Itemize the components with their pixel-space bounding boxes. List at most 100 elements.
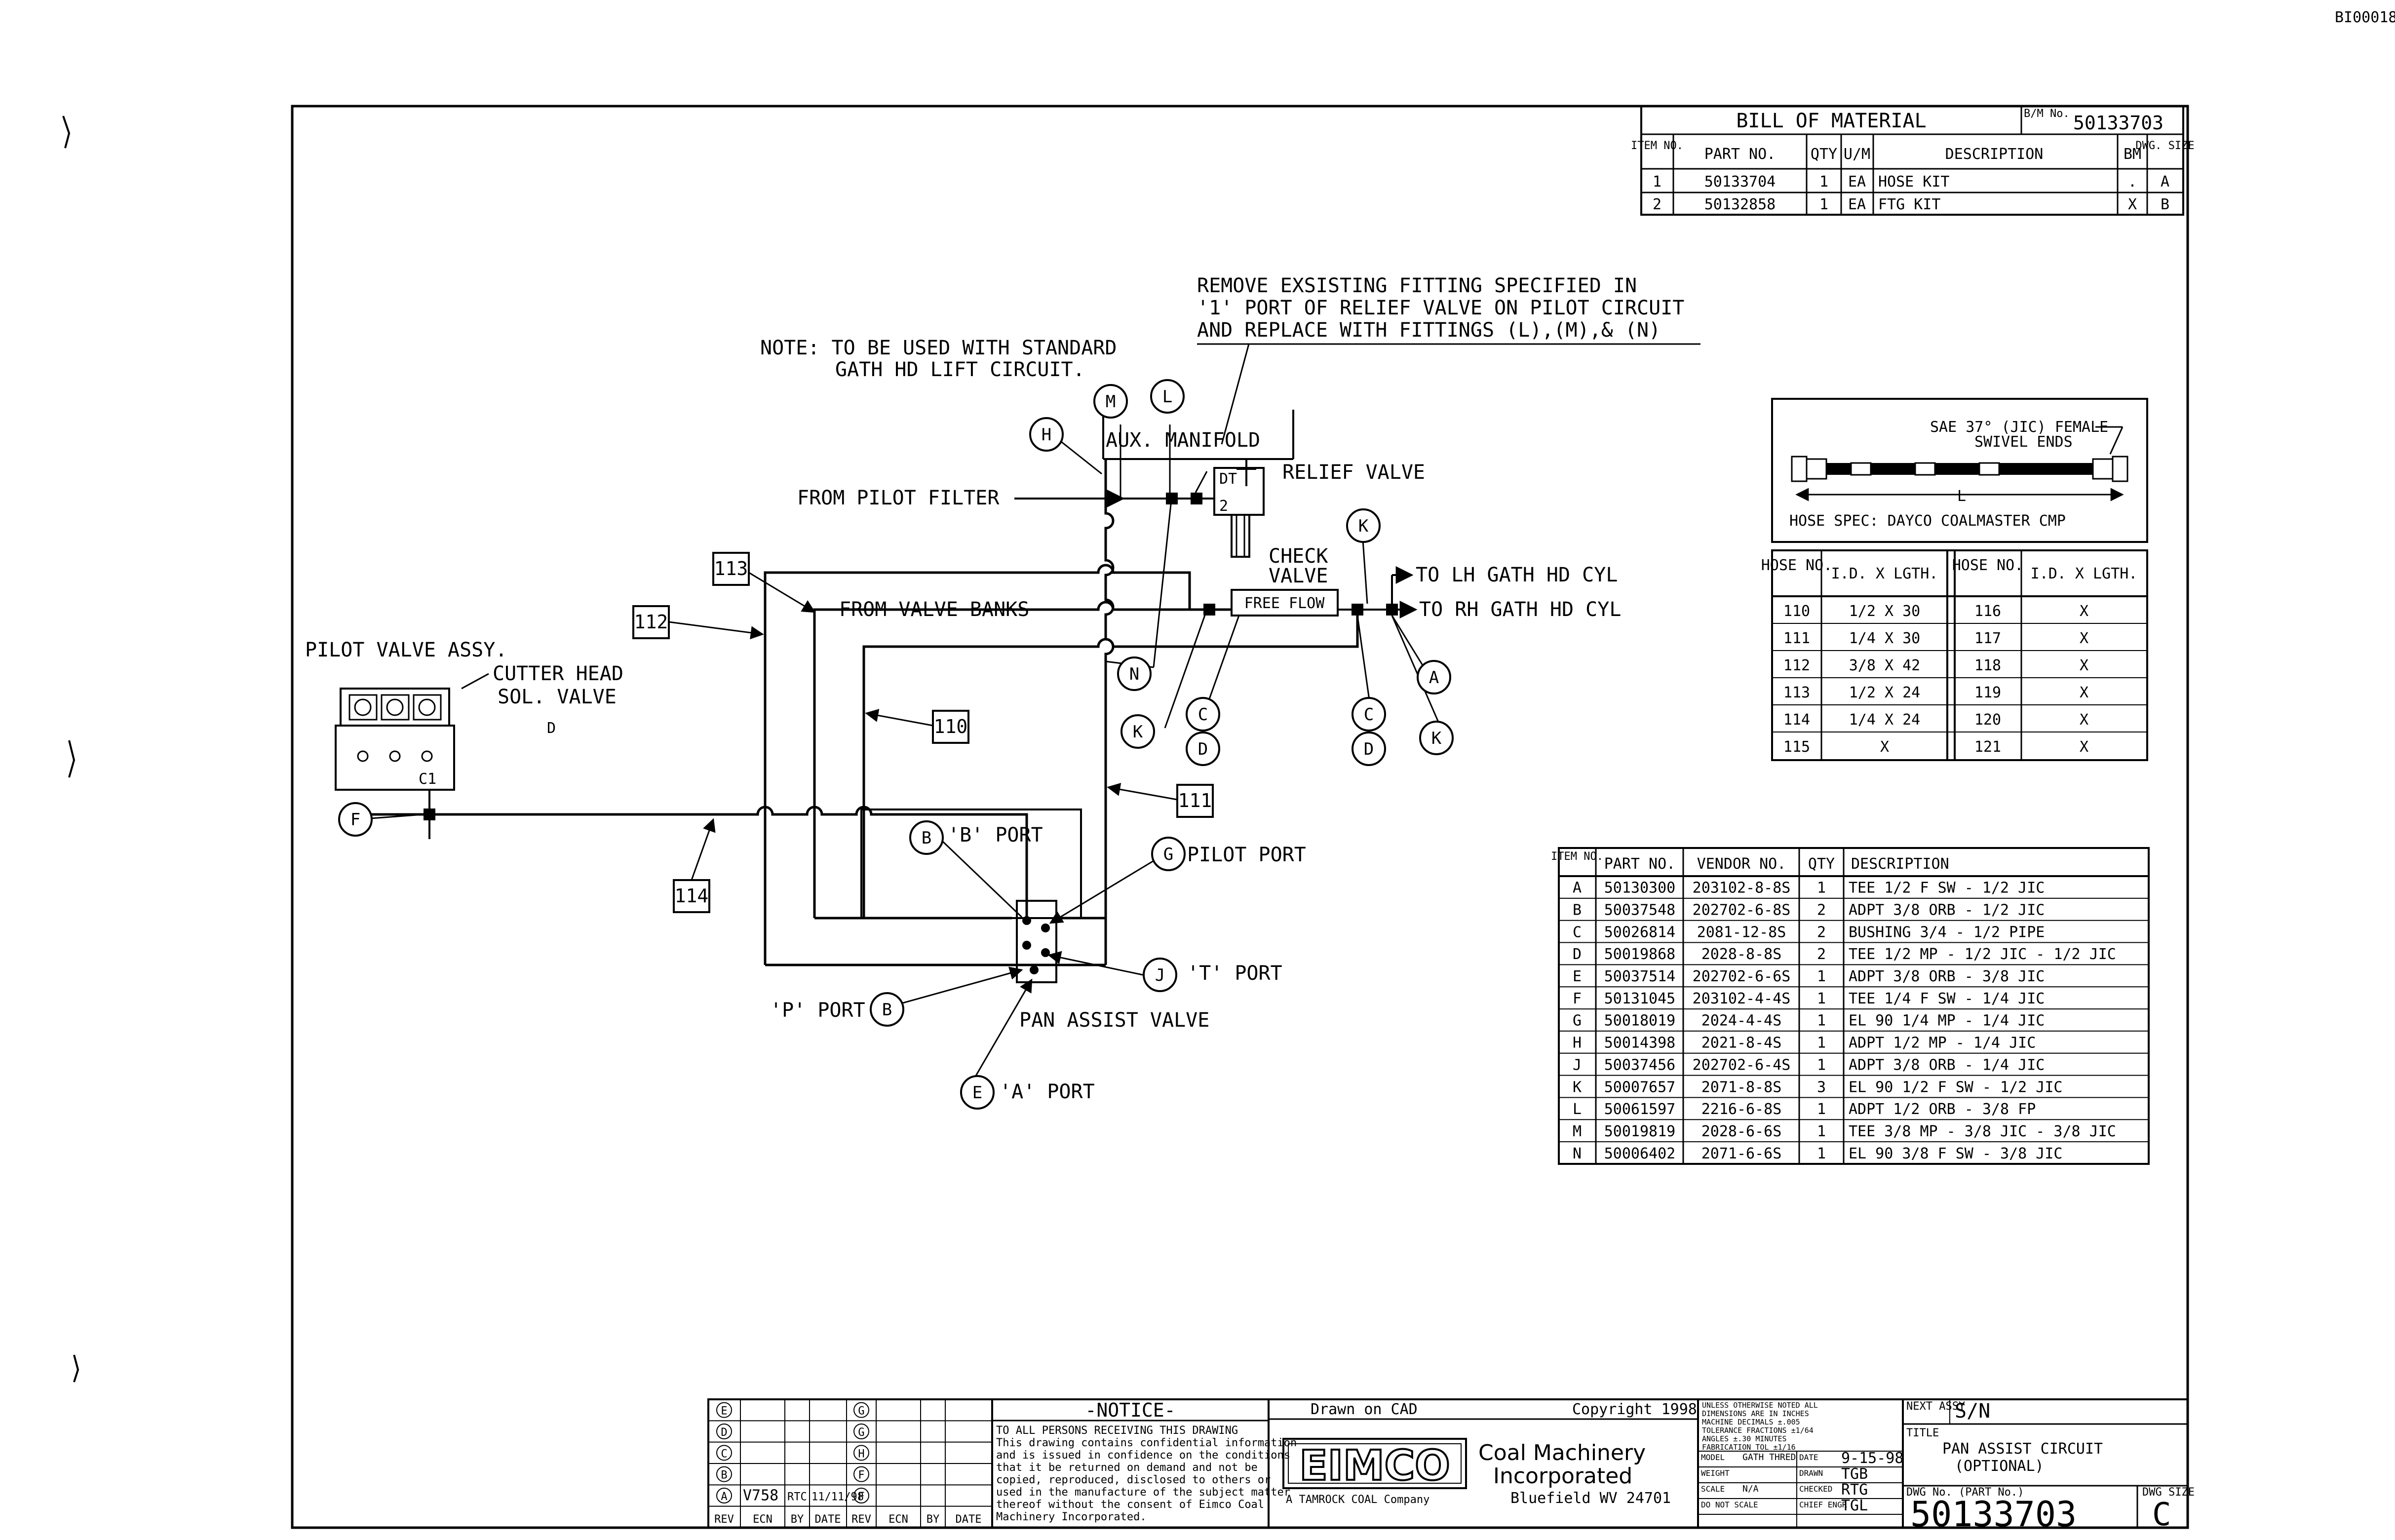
hose-cell: 115	[1783, 738, 1810, 756]
balloon-a: A	[1429, 668, 1439, 688]
check-valve: FREE FLOW CHECK VALVE	[1203, 545, 1412, 616]
bom-cell: EA	[1848, 196, 1866, 213]
hose-fitting-label: SWIVEL ENDS	[1974, 433, 2073, 451]
cutter-head-mark: D	[547, 720, 556, 737]
t-port-label: 'T' PORT	[1187, 962, 1282, 985]
fittings-cell: ADPT 1/2 MP - 1/4 JIC	[1849, 1035, 2036, 1052]
balloon-e: E	[972, 1083, 982, 1103]
fittings-cell: TEE 1/2 MP - 1/2 JIC - 1/2 JIC	[1849, 946, 2116, 963]
tb-label: WEIGHT	[1701, 1468, 1730, 1478]
fittings-cell: A	[1573, 880, 1582, 897]
tb-value: TGL	[1841, 1497, 1868, 1514]
b-port-label: 'B' PORT	[948, 824, 1043, 847]
fittings-cell: 202702-6-4S	[1693, 1056, 1791, 1074]
bom-header-um: U/M	[1844, 146, 1870, 163]
fittings-cell: ADPT 3/8 ORB - 1/2 JIC	[1849, 901, 2045, 919]
fittings-cell: 2024-4-4S	[1701, 1012, 1782, 1030]
fittings-cell: 202702-6-8S	[1693, 901, 1791, 919]
rev-a-date: 11/11/98	[811, 1491, 864, 1503]
notice-title: -NOTICE-	[1085, 1399, 1175, 1421]
company-name: Incorporated	[1493, 1463, 1632, 1489]
b-port-box	[860, 808, 1082, 919]
hose-spec-table: SAE 37° (JIC) FEMALE SWIVEL ENDS L HOSE …	[1761, 398, 2148, 761]
hose-cell: 114	[1783, 711, 1810, 729]
fittings-cell: 2	[1817, 901, 1826, 919]
tolerance-line: FABRICATION TOL ±1/16	[1702, 1443, 1796, 1452]
tolerance-line: ANGLES ±.30 MINUTES	[1702, 1434, 1787, 1443]
company-location: Bluefield WV 24701	[1510, 1490, 1671, 1507]
fittings-cell: 1	[1817, 880, 1826, 897]
notice-line: thereof without the consent of Eimco Coa…	[996, 1499, 1264, 1511]
rev-letter: B	[721, 1469, 727, 1482]
rev-header: REV	[714, 1513, 734, 1526]
rev-letter: D	[721, 1426, 727, 1439]
fittings-cell: 2021-8-4S	[1701, 1035, 1782, 1052]
fittings-cell: 1	[1817, 1123, 1826, 1140]
next-assy: S/N	[1955, 1400, 1990, 1423]
notice-block: -NOTICE- TO ALL PERSONS RECEIVING THIS D…	[992, 1399, 1297, 1523]
fittings-cell: 2216-6-8S	[1701, 1101, 1782, 1118]
cutter-head-label: CUTTER HEAD	[493, 662, 623, 685]
fittings-header-item: ITEM NO.	[1551, 850, 1603, 863]
a-port-label: 'A' PORT	[1000, 1080, 1095, 1103]
rev-header: BY	[927, 1513, 940, 1526]
bom-cell: X	[2128, 196, 2137, 213]
remove-note-line: AND REPLACE WITH FITTINGS (L),(M),& (N)	[1197, 319, 1661, 342]
fittings-cell: G	[1573, 1012, 1582, 1030]
bom-cell: 2	[1653, 196, 1661, 213]
manifold-port-label: DT	[1219, 470, 1237, 488]
fittings-header-vendor: VENDOR NO.	[1697, 855, 1786, 873]
balloon-f: F	[350, 810, 360, 830]
fittings-header-desc: DESCRIPTION	[1851, 855, 1949, 873]
company-block: Drawn on CAD Copyright 1998 EIMCO A TAMR…	[1269, 1401, 1698, 1507]
fitting-marker	[1191, 493, 1202, 504]
balloon-c: C	[1364, 705, 1374, 725]
scan-mark	[73, 1354, 79, 1383]
fittings-cell: 50019868	[1604, 946, 1676, 963]
fittings-cell: N	[1573, 1145, 1582, 1162]
balloon-n: N	[1129, 664, 1139, 684]
fittings-cell: 2081-12-8S	[1697, 924, 1786, 941]
scan-mark	[62, 116, 71, 149]
fitting-marker	[1166, 493, 1178, 504]
bom-header-qty: QTY	[1811, 146, 1837, 163]
fittings-cell: L	[1573, 1101, 1582, 1118]
hose-cell: 1/4 X 30	[1849, 630, 1921, 647]
fittings-cell: 1	[1817, 968, 1826, 985]
fittings-cell: 203102-4-4S	[1693, 990, 1791, 1007]
tb-value: RTG	[1841, 1481, 1868, 1499]
fittings-header-part: PART NO.	[1604, 855, 1676, 873]
hose-tag-114: 114	[675, 885, 709, 907]
fittings-cell: 1	[1817, 1035, 1826, 1052]
standard-note-line: NOTE: TO BE USED WITH STANDARD	[760, 337, 1117, 359]
p-port-label: 'P' PORT	[770, 999, 865, 1022]
item-balloons: M L H K N K C D C D A K F B G J B E	[338, 379, 1454, 1110]
rev-header: DATE	[956, 1513, 982, 1526]
rev-letter-circle	[716, 1488, 732, 1503]
relief-valve: DT 2 RELIEF VALVE	[1213, 459, 1425, 558]
bom-header-part: PART NO.	[1704, 146, 1776, 163]
dwg-size-label: DWG SIZE	[2142, 1486, 2195, 1499]
bom-cell: 1	[1653, 173, 1661, 191]
fittings-cell: C	[1573, 924, 1582, 941]
hose-cell: X	[2080, 738, 2088, 756]
logo-sub: A TAMROCK COAL Company	[1286, 1494, 1429, 1506]
rev-a-by: RTC	[787, 1491, 807, 1503]
rev-letter: A	[721, 1491, 727, 1503]
tb-value: N/A	[1742, 1484, 1759, 1494]
hose-tag-111: 111	[1178, 790, 1212, 811]
balloon-d: D	[1364, 739, 1374, 759]
fittings-cell: 50007657	[1604, 1078, 1676, 1096]
hose-cell: 117	[1974, 630, 2001, 647]
hose-cell: 112	[1783, 657, 1810, 674]
rev-letter: F	[858, 1491, 864, 1503]
bom-cell: A	[2161, 173, 2169, 191]
check-valve-label: CHECK	[1269, 545, 1328, 568]
fittings-cell: 1	[1817, 1012, 1826, 1030]
notice-line: TO ALL PERSONS RECEIVING THIS DRAWING	[996, 1424, 1238, 1437]
tb-value: TGB	[1841, 1465, 1868, 1483]
copyright: Copyright 1998	[1572, 1401, 1697, 1418]
remove-note-line: REMOVE EXSISTING FITTING SPECIFIED IN	[1197, 274, 1637, 297]
rev-letter: C	[721, 1448, 727, 1460]
